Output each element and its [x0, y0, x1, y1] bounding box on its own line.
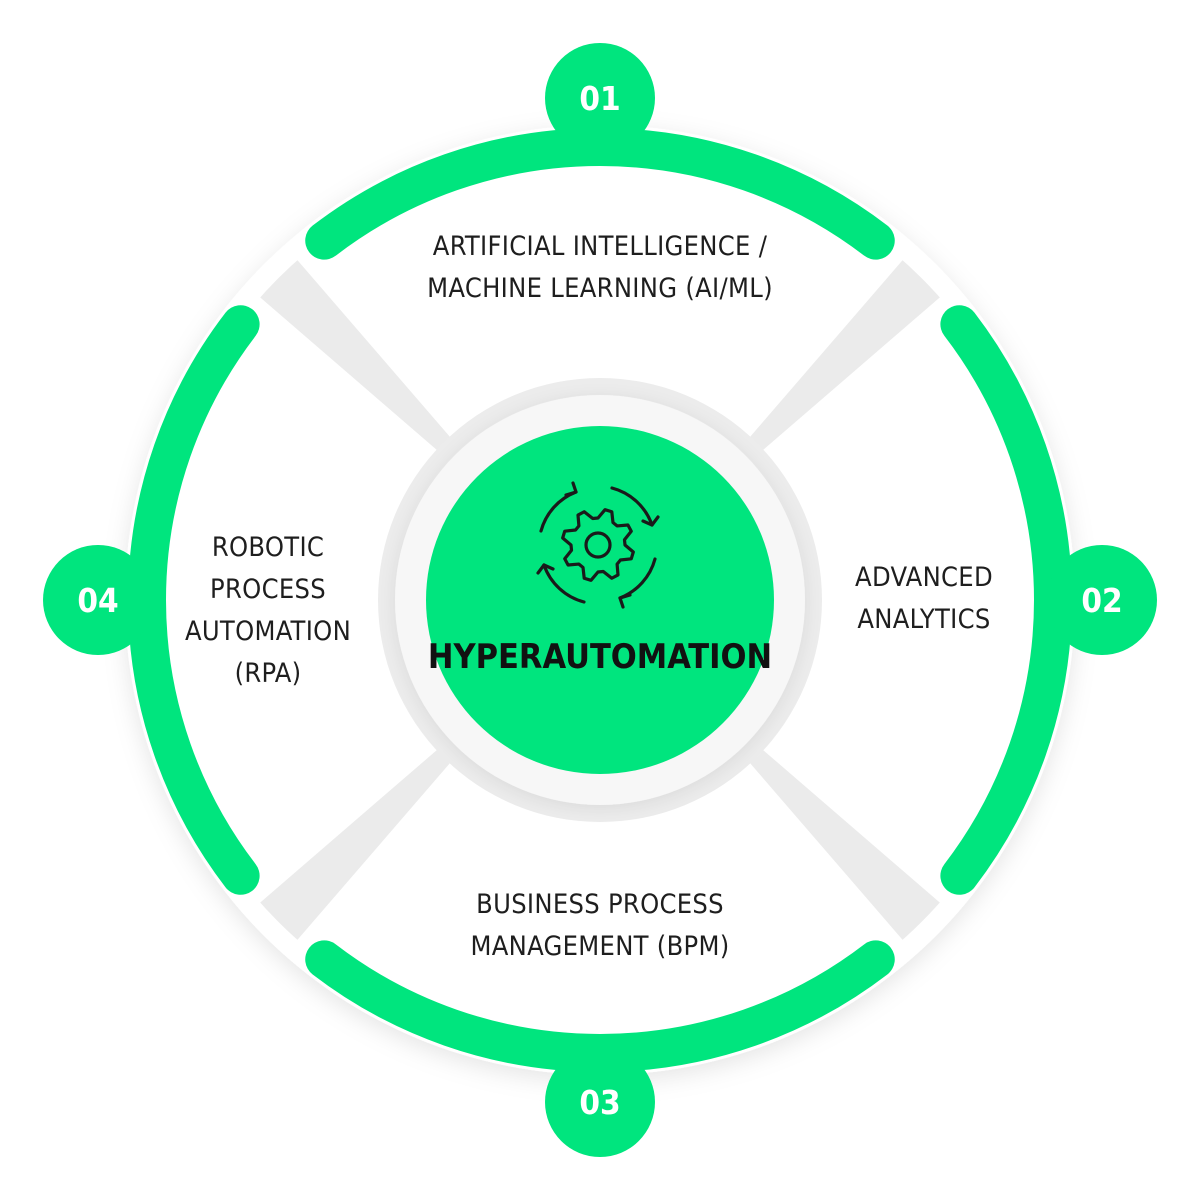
- number-label-03: 03: [579, 1083, 620, 1122]
- segment-label-line: ANALYTICS: [857, 604, 990, 635]
- segment-label-line: PROCESS: [210, 574, 326, 605]
- number-badge-03: [545, 1047, 655, 1157]
- center-circle: [426, 426, 774, 774]
- number-labels: 01 02 03 04: [77, 79, 1122, 1122]
- segment-label-line: MANAGEMENT (BPM): [470, 931, 729, 962]
- number-badge-02: [1047, 545, 1157, 655]
- segment-label-02: ADVANCED ANALYTICS: [855, 562, 993, 635]
- segment-labels: ARTIFICIAL INTELLIGENCE / MACHINE LEARNIN…: [185, 231, 993, 962]
- segment-label-line: ROBOTIC: [212, 532, 324, 563]
- number-label-04: 04: [77, 581, 118, 620]
- number-badge-04: [43, 545, 153, 655]
- number-badge-01: [545, 43, 655, 153]
- segment-label-line: ARTIFICIAL INTELLIGENCE /: [433, 231, 768, 262]
- center-title: HYPERAUTOMATION: [428, 637, 772, 677]
- segment-label-line: MACHINE LEARNING (AI/ML): [427, 273, 773, 304]
- segment-label-line: AUTOMATION: [185, 616, 351, 647]
- segment-label-04: ROBOTIC PROCESS AUTOMATION (RPA): [185, 532, 351, 689]
- segment-label-line: (RPA): [235, 658, 302, 689]
- segment-label-line: ADVANCED: [855, 562, 993, 593]
- gear-cycle-icon: [536, 481, 660, 609]
- segment-label-01: ARTIFICIAL INTELLIGENCE / MACHINE LEARNIN…: [427, 231, 773, 304]
- number-label-01: 01: [579, 79, 620, 118]
- number-label-02: 02: [1081, 581, 1122, 620]
- segment-label-03: BUSINESS PROCESS MANAGEMENT (BPM): [470, 889, 729, 962]
- segment-label-line: BUSINESS PROCESS: [476, 889, 724, 920]
- segment-arcs: [43, 43, 1157, 1157]
